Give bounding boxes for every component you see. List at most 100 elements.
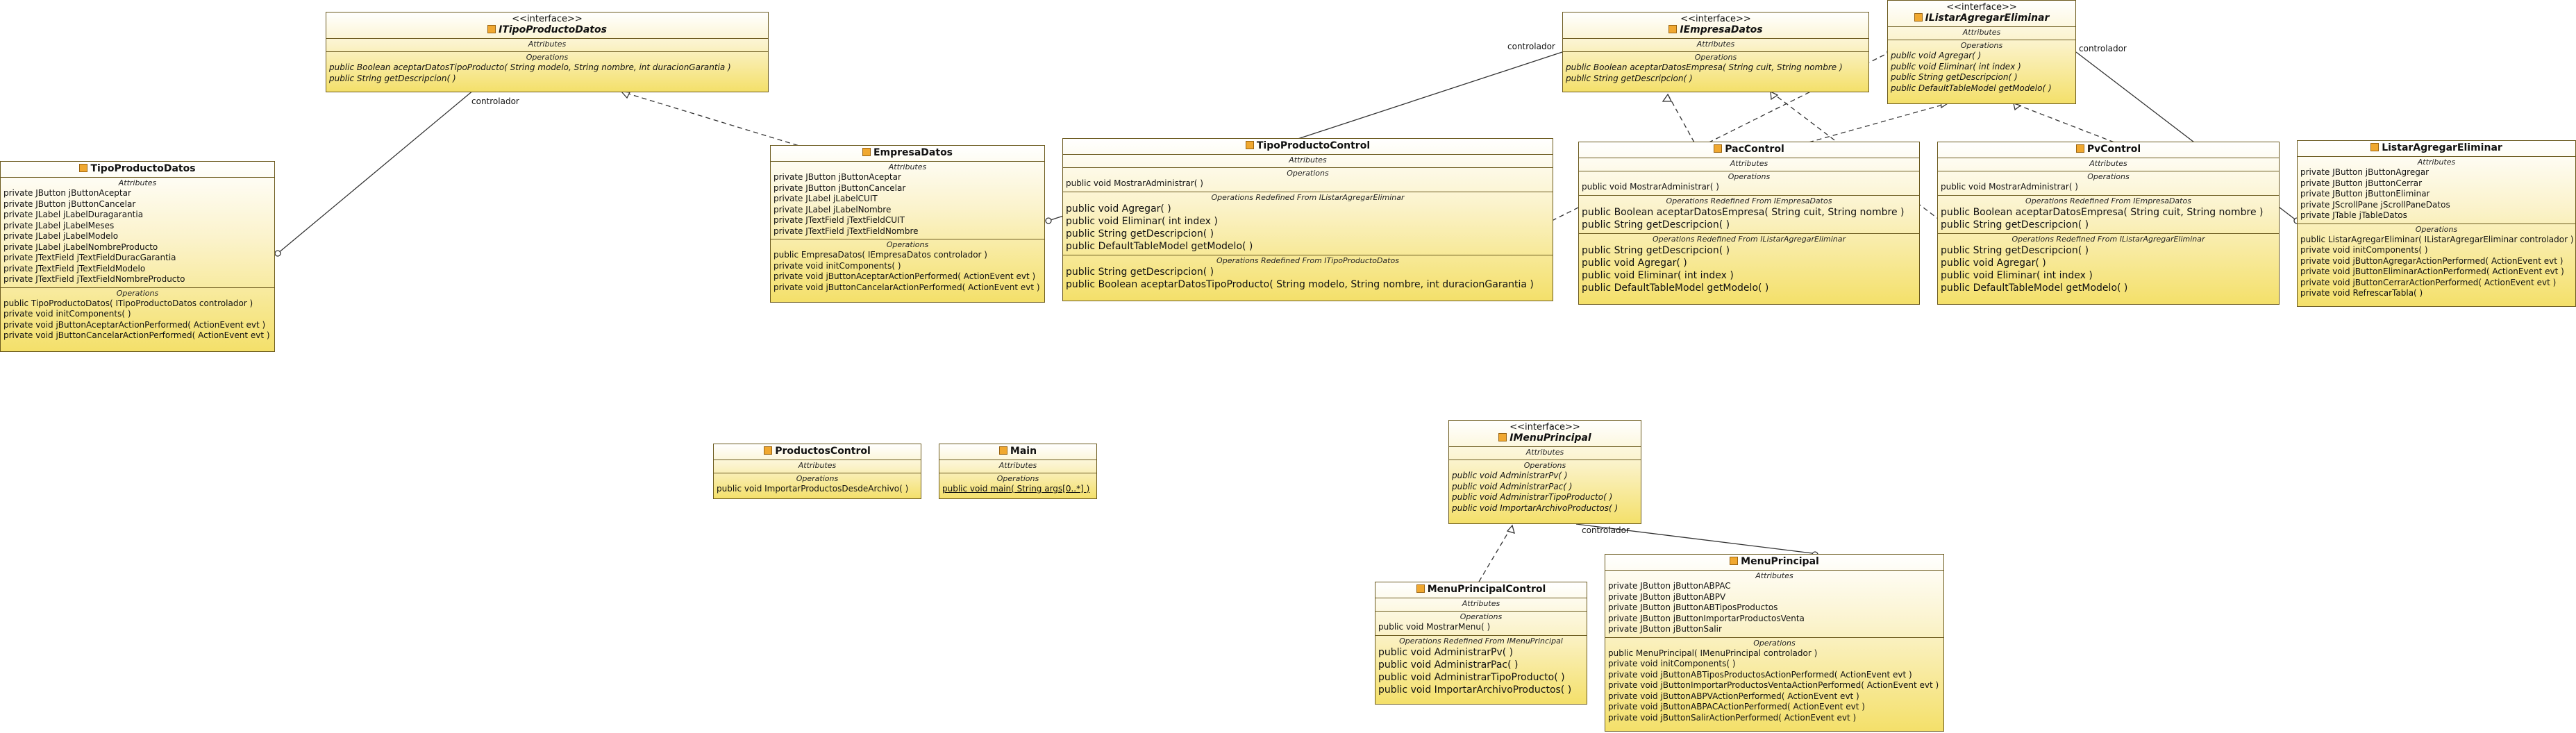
redefined-operations-section: Operations Redefined From IMenuPrincipal… [1375,636,1587,698]
attribute-row: private JButton jButtonEliminar [2300,189,2430,199]
operation-row: private void RefrescarTabla( ) [2300,288,2423,298]
operation-row: private void jButtonAgregarActionPerform… [2300,255,2564,266]
attribute-row: private JScrollPane jScrollPaneDatos [2300,199,2450,210]
operation-row: public void MostrarAdministrar( ) [1941,182,2078,192]
operation-row: public void MostrarMenu( ) [1378,622,1491,632]
class-box-paccontrol[interactable]: PacControl Attributes Operations public … [1578,142,1920,305]
attributes-section: Attributes [1375,598,1587,612]
attributes-section: Attributes private JButton jButtonAgrega… [2298,157,2575,224]
assoc-end-empresadatos [1045,217,1052,224]
class-header: Main [939,444,1096,460]
class-box-itipoproductodatos[interactable]: <<interface>> ITipoProductoDatos Attribu… [326,12,769,92]
class-icon [1714,144,1723,153]
class-header: <<interface>> IMenuPrincipal [1449,421,1641,447]
assoc-end-tipodatos [274,250,281,257]
attributes-section: Attributes [326,39,768,52]
realization-menucontrol-imenu [1478,525,1513,582]
operation-row: public void ImportarArchivoProductos( ) [1378,684,1572,696]
section-title: Operations Redefined From IListarAgregar… [1211,192,1405,202]
stereotype-label: <<interface>> [1509,422,1580,432]
class-box-listaragregareliminar[interactable]: ListarAgregarEliminar Attributes private… [2297,140,2576,307]
class-box-pvcontrol[interactable]: PvControl Attributes Operations public v… [1937,142,2280,305]
attributes-section: Attributes [1563,39,1868,52]
section-title: Operations Redefined From IListarAgregar… [1652,234,1846,244]
class-name: IListarAgregarEliminar [1889,12,2074,24]
class-header: PvControl [1938,142,2279,158]
operation-row: private void jButtonCancelarActionPerfor… [3,330,270,340]
class-header: <<interface>> ITipoProductoDatos [326,12,768,39]
class-box-menuprincipal[interactable]: MenuPrincipal Attributes private JButton… [1605,554,1944,732]
class-name: MenuPrincipalControl [1377,584,1585,596]
class-box-productoscontrol[interactable]: ProductosControl Attributes Operations p… [713,444,921,499]
class-header: TipoProductoControl [1063,139,1553,155]
operation-row: public String getDescripcion( ) [1941,219,2089,230]
operation-row: private void jButtonCancelarActionPerfor… [773,282,1040,292]
operation-row: public String getDescripcion( ) [1941,244,2089,256]
interface-icon [487,25,496,33]
operation-row: private void jButtonABTiposProductosActi… [1608,669,1912,680]
interface-icon [1498,433,1507,441]
edge-label-controlador: controlador [1582,525,1630,535]
class-box-tipoproductocontrol[interactable]: TipoProductoControl Attributes Operation… [1062,138,1553,301]
class-box-iempresadatos[interactable]: <<interface>> IEmpresaDatos Attributes O… [1562,12,1869,92]
section-title: Operations [996,474,1039,483]
operation-row: public String getDescripcion( ) [1066,266,1214,278]
class-name: IEmpresaDatos [1564,24,1867,36]
class-box-main[interactable]: Main Attributes Operations public void m… [939,444,1097,499]
operations-section: Operations public void MostrarAdministra… [1938,171,2279,196]
stereotype-label: <<interface>> [1946,2,2017,12]
attribute-row: private JButton jButtonABPAC [1608,581,1731,591]
attribute-row: private JTextField jTextFieldModelo [3,263,146,273]
operation-row: public String getDescripcion( ) [1566,73,1693,83]
attribute-row: private JButton jButtonAceptar [3,188,131,198]
edge-label-controlador: controlador [1507,42,1555,51]
section-title: Attributes [1289,155,1327,165]
class-name: PvControl [1939,144,2277,155]
section-title: Operations Redefined From IListarAgregar… [2012,234,2205,244]
edge-label-controlador: controlador [2079,44,2127,53]
attribute-row: private JButton jButtonABPV [1608,591,1726,602]
interface-icon [1914,13,1923,22]
redefined-operations-section: Operations Redefined From ITipoProductoD… [1063,255,1553,293]
class-header: ProductosControl [714,444,921,460]
operation-row: public DefaultTableModel getModelo( ) [1582,282,1769,294]
operation-row: public String getDescripcion( ) [1891,72,2018,82]
section-title: Operations [1287,169,1329,178]
section-title: Operations Redefined From IMenuPrincipal [1399,636,1563,646]
realization-arrowhead [1506,524,1515,534]
attribute-row: private JLabel jLabelDuragarantia [3,210,144,219]
operation-row: public Boolean aceptarDatosEmpresa( Stri… [1941,206,2264,218]
class-name: ITipoProductoDatos [328,24,767,36]
class-icon [862,148,871,156]
association-menu-imenu [1575,523,1813,554]
class-box-tipoproductodatos[interactable]: TipoProductoDatos Attributes private JBu… [0,161,275,352]
operation-row: public String getDescripcion( ) [1066,228,1214,239]
operation-row: public Boolean aceptarDatosEmpresa( Stri… [1566,62,1843,72]
operation-row: public void ImportarProductosDesdeArchiv… [717,484,909,494]
operation-row: public DefaultTableModel getModelo( ) [1941,282,2128,294]
section-title: Attributes [2417,158,2456,167]
operations-section: Operations public Boolean aceptarDatosTi… [326,52,768,86]
operations-section: Operations public void MostrarMenu( ) [1375,612,1587,636]
section-title: Attributes [1730,159,1768,168]
operation-row: public void Eliminar( int index ) [1582,269,1734,281]
attribute-row: private JButton jButtonCancelar [773,183,906,193]
operation-row: private void jButtonEliminarActionPerfor… [2300,267,2564,276]
association-tipodatos-itipo [277,90,474,254]
operation-row: public void MostrarAdministrar( ) [1582,182,1719,192]
interface-icon [1668,25,1678,33]
operation-row: public MenuPrincipal( IMenuPrincipal con… [1608,648,1818,658]
class-box-empresadatos[interactable]: EmpresaDatos Attributes private JButton … [770,145,1045,303]
class-icon [764,446,773,455]
operations-section: Operations public void ImportarProductos… [714,473,921,497]
attributes-section: Attributes private JButton jButtonABPAC … [1605,571,1943,638]
section-title: Attributes [528,40,567,49]
class-icon [998,446,1007,455]
class-icon [2075,144,2084,153]
class-box-imenuprincipal[interactable]: <<interface>> IMenuPrincipal Attributes … [1448,420,1641,524]
operation-row: public EmpresaDatos( IEmpresaDatos contr… [773,250,987,260]
class-box-ilistaragregareliminar[interactable]: <<interface>> IListarAgregarEliminar Att… [1887,0,2076,104]
class-box-menuprincipalcontrol[interactable]: MenuPrincipalControl Attributes Operatio… [1375,582,1587,705]
operation-row: public void AdministrarPv( ) [1378,646,1514,658]
attribute-row: private JButton jButtonCerrar [2300,178,2423,188]
